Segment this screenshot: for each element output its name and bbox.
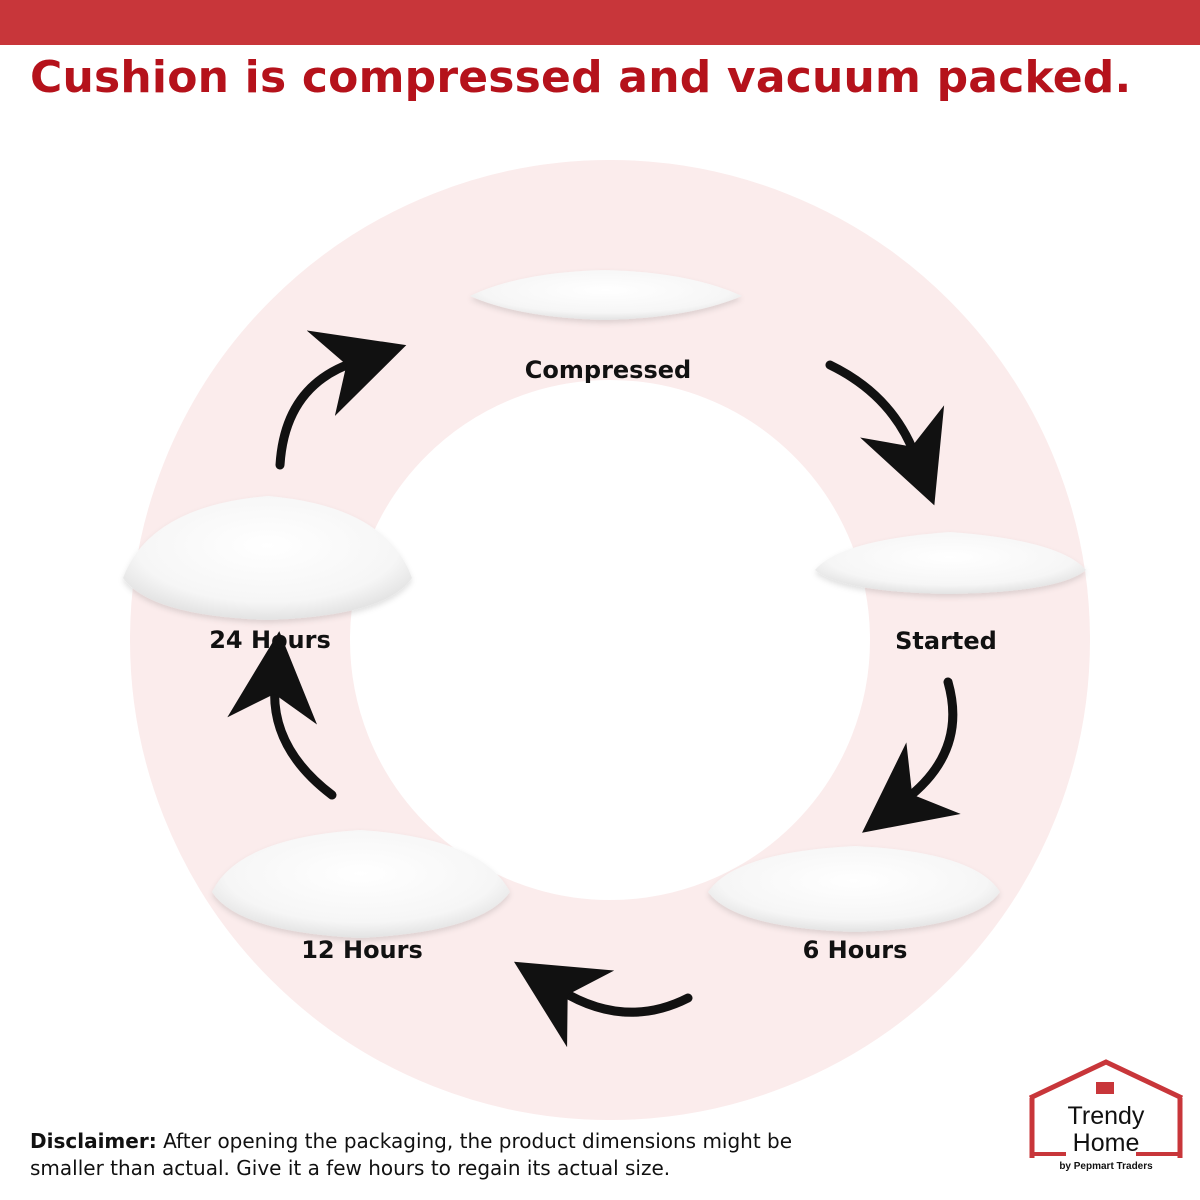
logo-tagline: by Pepmart Traders — [1059, 1161, 1153, 1172]
stage-label-started: Started — [895, 627, 997, 655]
logo-line-2: Home — [1072, 1129, 1140, 1157]
pillow-12-hours-icon — [212, 830, 510, 938]
stage-label-24-hours: 24 Hours — [209, 626, 331, 654]
stage-label-6-hours: 6 Hours — [802, 936, 908, 964]
logo-window-icon — [1096, 1082, 1114, 1094]
pillow-6-hours-icon — [708, 846, 1000, 932]
logo-line-1: Trendy — [1067, 1102, 1145, 1130]
disclaimer: Disclaimer: After opening the packaging,… — [30, 1128, 870, 1182]
stage-label-compressed: Compressed — [524, 356, 692, 384]
arrow-6-hours-to-12-hours-icon — [513, 961, 693, 1048]
headline: Cushion is compressed and vacuum packed. — [30, 52, 1132, 103]
arrow-12-hours-to-24-hours-icon — [227, 631, 337, 800]
pillow-24-hours-icon — [123, 496, 412, 620]
disclaimer-lead: Disclaimer: — [30, 1129, 157, 1153]
brand-logo: Trendy Home by Pepmart Traders — [1026, 1058, 1186, 1180]
house-outline-icon — [1028, 1059, 1184, 1158]
disclaimer-body: After opening the packaging, the product… — [30, 1129, 793, 1180]
arrow-24-hours-to-compressed-icon — [275, 330, 407, 470]
top-banner-bar — [0, 0, 1200, 45]
stage-label-12-hours: 12 Hours — [301, 936, 423, 964]
arrow-compressed-to-started-icon — [825, 360, 945, 506]
pillow-started-icon — [815, 532, 1086, 594]
pillow-compressed-icon — [470, 270, 742, 320]
arrow-started-to-6-hours-icon — [862, 677, 961, 833]
